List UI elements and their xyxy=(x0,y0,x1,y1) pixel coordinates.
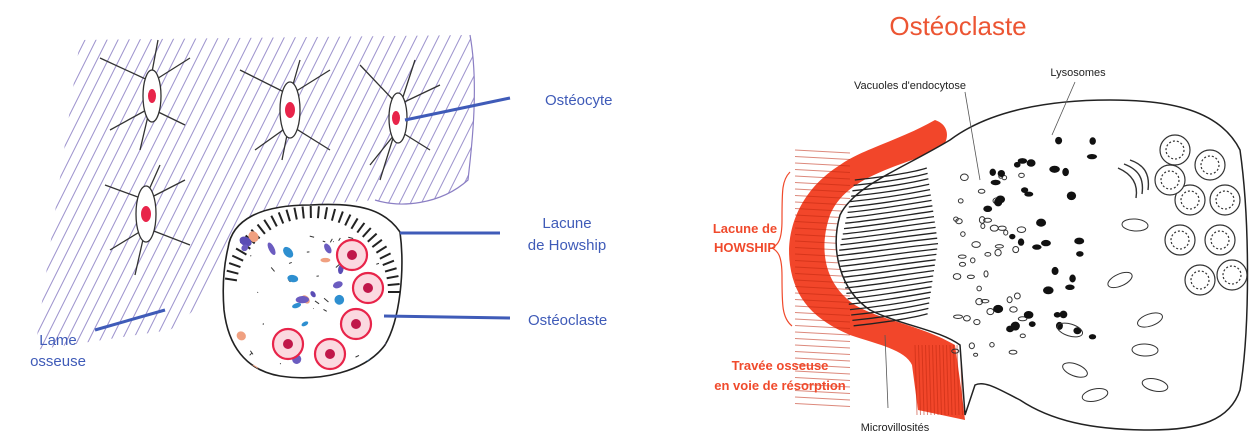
label-vacuoles: Vacuoles d'endocytose xyxy=(854,80,966,92)
endocytic-vacuoles xyxy=(951,172,1028,357)
label-lame-line1: Lame xyxy=(39,332,77,349)
label-lacune-line1-right: Lacune de xyxy=(713,221,777,236)
golgi-apparatus xyxy=(1117,159,1150,199)
label-microvillosites: Microvillosités xyxy=(861,422,930,434)
osteoclast-outline xyxy=(835,99,1249,431)
osteocyte-cell xyxy=(104,164,191,276)
microvillosites-leader-line xyxy=(884,334,889,409)
label-osteocyte: Ostéocyte xyxy=(545,92,613,109)
label-lacune-line2-right: HOWSHIP xyxy=(714,240,776,255)
label-lysosomes: Lysosomes xyxy=(1050,67,1106,79)
vacuoles-leader-line xyxy=(964,91,981,181)
label-travee-line2: en voie de résorption xyxy=(714,378,846,393)
osteocyte-cell xyxy=(359,59,441,181)
panel-title: Ostéoclaste xyxy=(889,11,1026,41)
osteoclast-nuclei-right xyxy=(1154,134,1248,296)
label-travee-line1: Travée osseuse xyxy=(732,358,829,373)
label-lame-line2: osseuse xyxy=(30,353,86,370)
osteocyte-cell xyxy=(239,59,331,161)
osteoclast-cell xyxy=(222,203,403,379)
lame-leader-line xyxy=(94,308,166,332)
label-lacune-line2: de Howship xyxy=(528,237,606,254)
cytoplasm-organelles xyxy=(236,231,394,373)
osteocyte-cell xyxy=(99,39,191,151)
osteoclaste-leader-line xyxy=(383,314,511,320)
left-illustration: Ostéocyte Lacune de Howship Ostéoclaste … xyxy=(30,34,613,379)
bone-trabecula xyxy=(789,120,965,420)
lacune-bracket xyxy=(770,171,793,327)
label-lacune-line1: Lacune xyxy=(542,215,591,232)
microvilli-brush-border xyxy=(837,167,939,327)
osteocyte-leader-line xyxy=(404,96,511,122)
label-osteoclaste-left: Ostéoclaste xyxy=(528,312,607,329)
right-illustration: Ostéoclaste Va xyxy=(713,11,1249,434)
ruffled-border xyxy=(224,205,400,293)
lysosomes-leader-line xyxy=(1051,81,1076,136)
bone-outline xyxy=(374,34,475,205)
lysosomes xyxy=(983,136,1098,340)
mitochondria xyxy=(1056,218,1169,402)
